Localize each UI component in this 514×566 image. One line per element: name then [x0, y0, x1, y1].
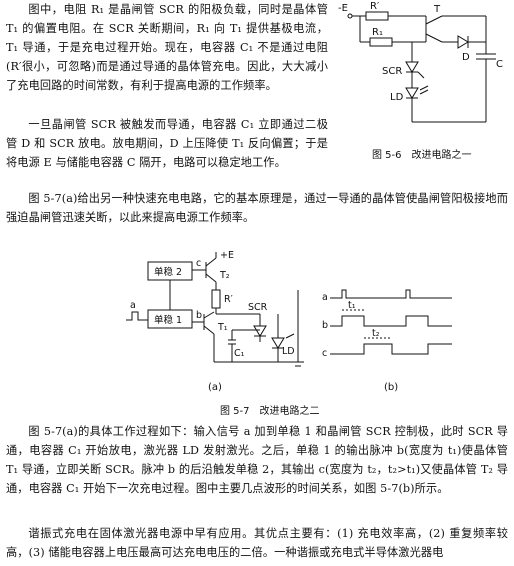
- fig57-label-mono2: 单稳 2: [154, 266, 182, 278]
- fig56-label-c: C: [496, 59, 503, 70]
- fig57-label-c1: C₁: [234, 348, 245, 359]
- fig56-label-d: D: [462, 52, 470, 63]
- fig57-label-a: a: [130, 300, 136, 311]
- fig57-label-scr: SCR: [248, 302, 268, 313]
- fig57b-label-t1: t₁: [348, 300, 356, 311]
- figure-5-7b-waveforms: a b c t₁ t₂: [322, 289, 452, 359]
- fig57-label-t2: T₂: [219, 270, 230, 281]
- paragraph-3: 图 5-7(a)给出另一种快速充电电路，它的基本原理是，通过一导通的晶体管使晶闸…: [6, 192, 508, 224]
- fig57-label-t1: T₁: [217, 322, 228, 333]
- paragraph-4: 图 5-7(a)的具体工作过程如下：输入信号 a 加到单稳 1 和晶闸管 SCR…: [6, 425, 508, 495]
- figure-5-7a-circuit: 单稳 2 单稳 1 +E R′ T₂ T₁ SCR LD C₁ a b c: [126, 250, 304, 367]
- fig57-label-mono1: 单稳 1: [154, 314, 182, 326]
- fig57-label-rprime: R′: [224, 294, 233, 305]
- figure-5-7-caption: 图 5-7 改进电路之二: [220, 406, 320, 417]
- figure-5-7a-label: (a): [208, 382, 222, 393]
- fig56-label-r1: R₁: [372, 27, 383, 38]
- fig57b-label-a: a: [322, 292, 328, 303]
- fig57-label-b: b: [196, 310, 202, 321]
- paragraph-5: 谐振式充电在固体激光器电源中早有应用。其优点主要有：(1) 充电效率高，(2) …: [6, 527, 508, 559]
- fig56-label-r1prime: R′: [370, 2, 380, 12]
- fig57b-label-t2: t₂: [372, 328, 380, 339]
- fig56-label-t: T: [433, 4, 441, 15]
- paragraph-1: 图中，电阻 R₁ 是晶闸管 SCR 的阳极负载，同时是晶体管 T₁ 的偏置电阻。…: [6, 3, 328, 92]
- fig57b-label-b: b: [322, 320, 328, 331]
- figure-5-6-caption: 图 5-6 改进电路之一: [372, 150, 472, 161]
- fig57-label-c: c: [196, 258, 201, 269]
- fig57b-label-c: c: [322, 348, 327, 359]
- fig56-label-e: -E: [338, 3, 348, 14]
- fig57-label-pe: +E: [220, 250, 234, 261]
- figure-5-7b-label: (b): [384, 382, 399, 393]
- fig56-label-scr: SCR: [382, 66, 402, 77]
- fig56-label-ld: LD: [390, 92, 404, 103]
- fig57-label-ld: LD: [282, 346, 295, 357]
- figure-5-6-circuit: -E R′ R₁ T D C SCR LD: [338, 2, 503, 123]
- paragraph-2: 一旦晶闸管 SCR 被触发而导通，电容器 C₁ 立即通过二极管 D 和 SCR …: [6, 118, 328, 169]
